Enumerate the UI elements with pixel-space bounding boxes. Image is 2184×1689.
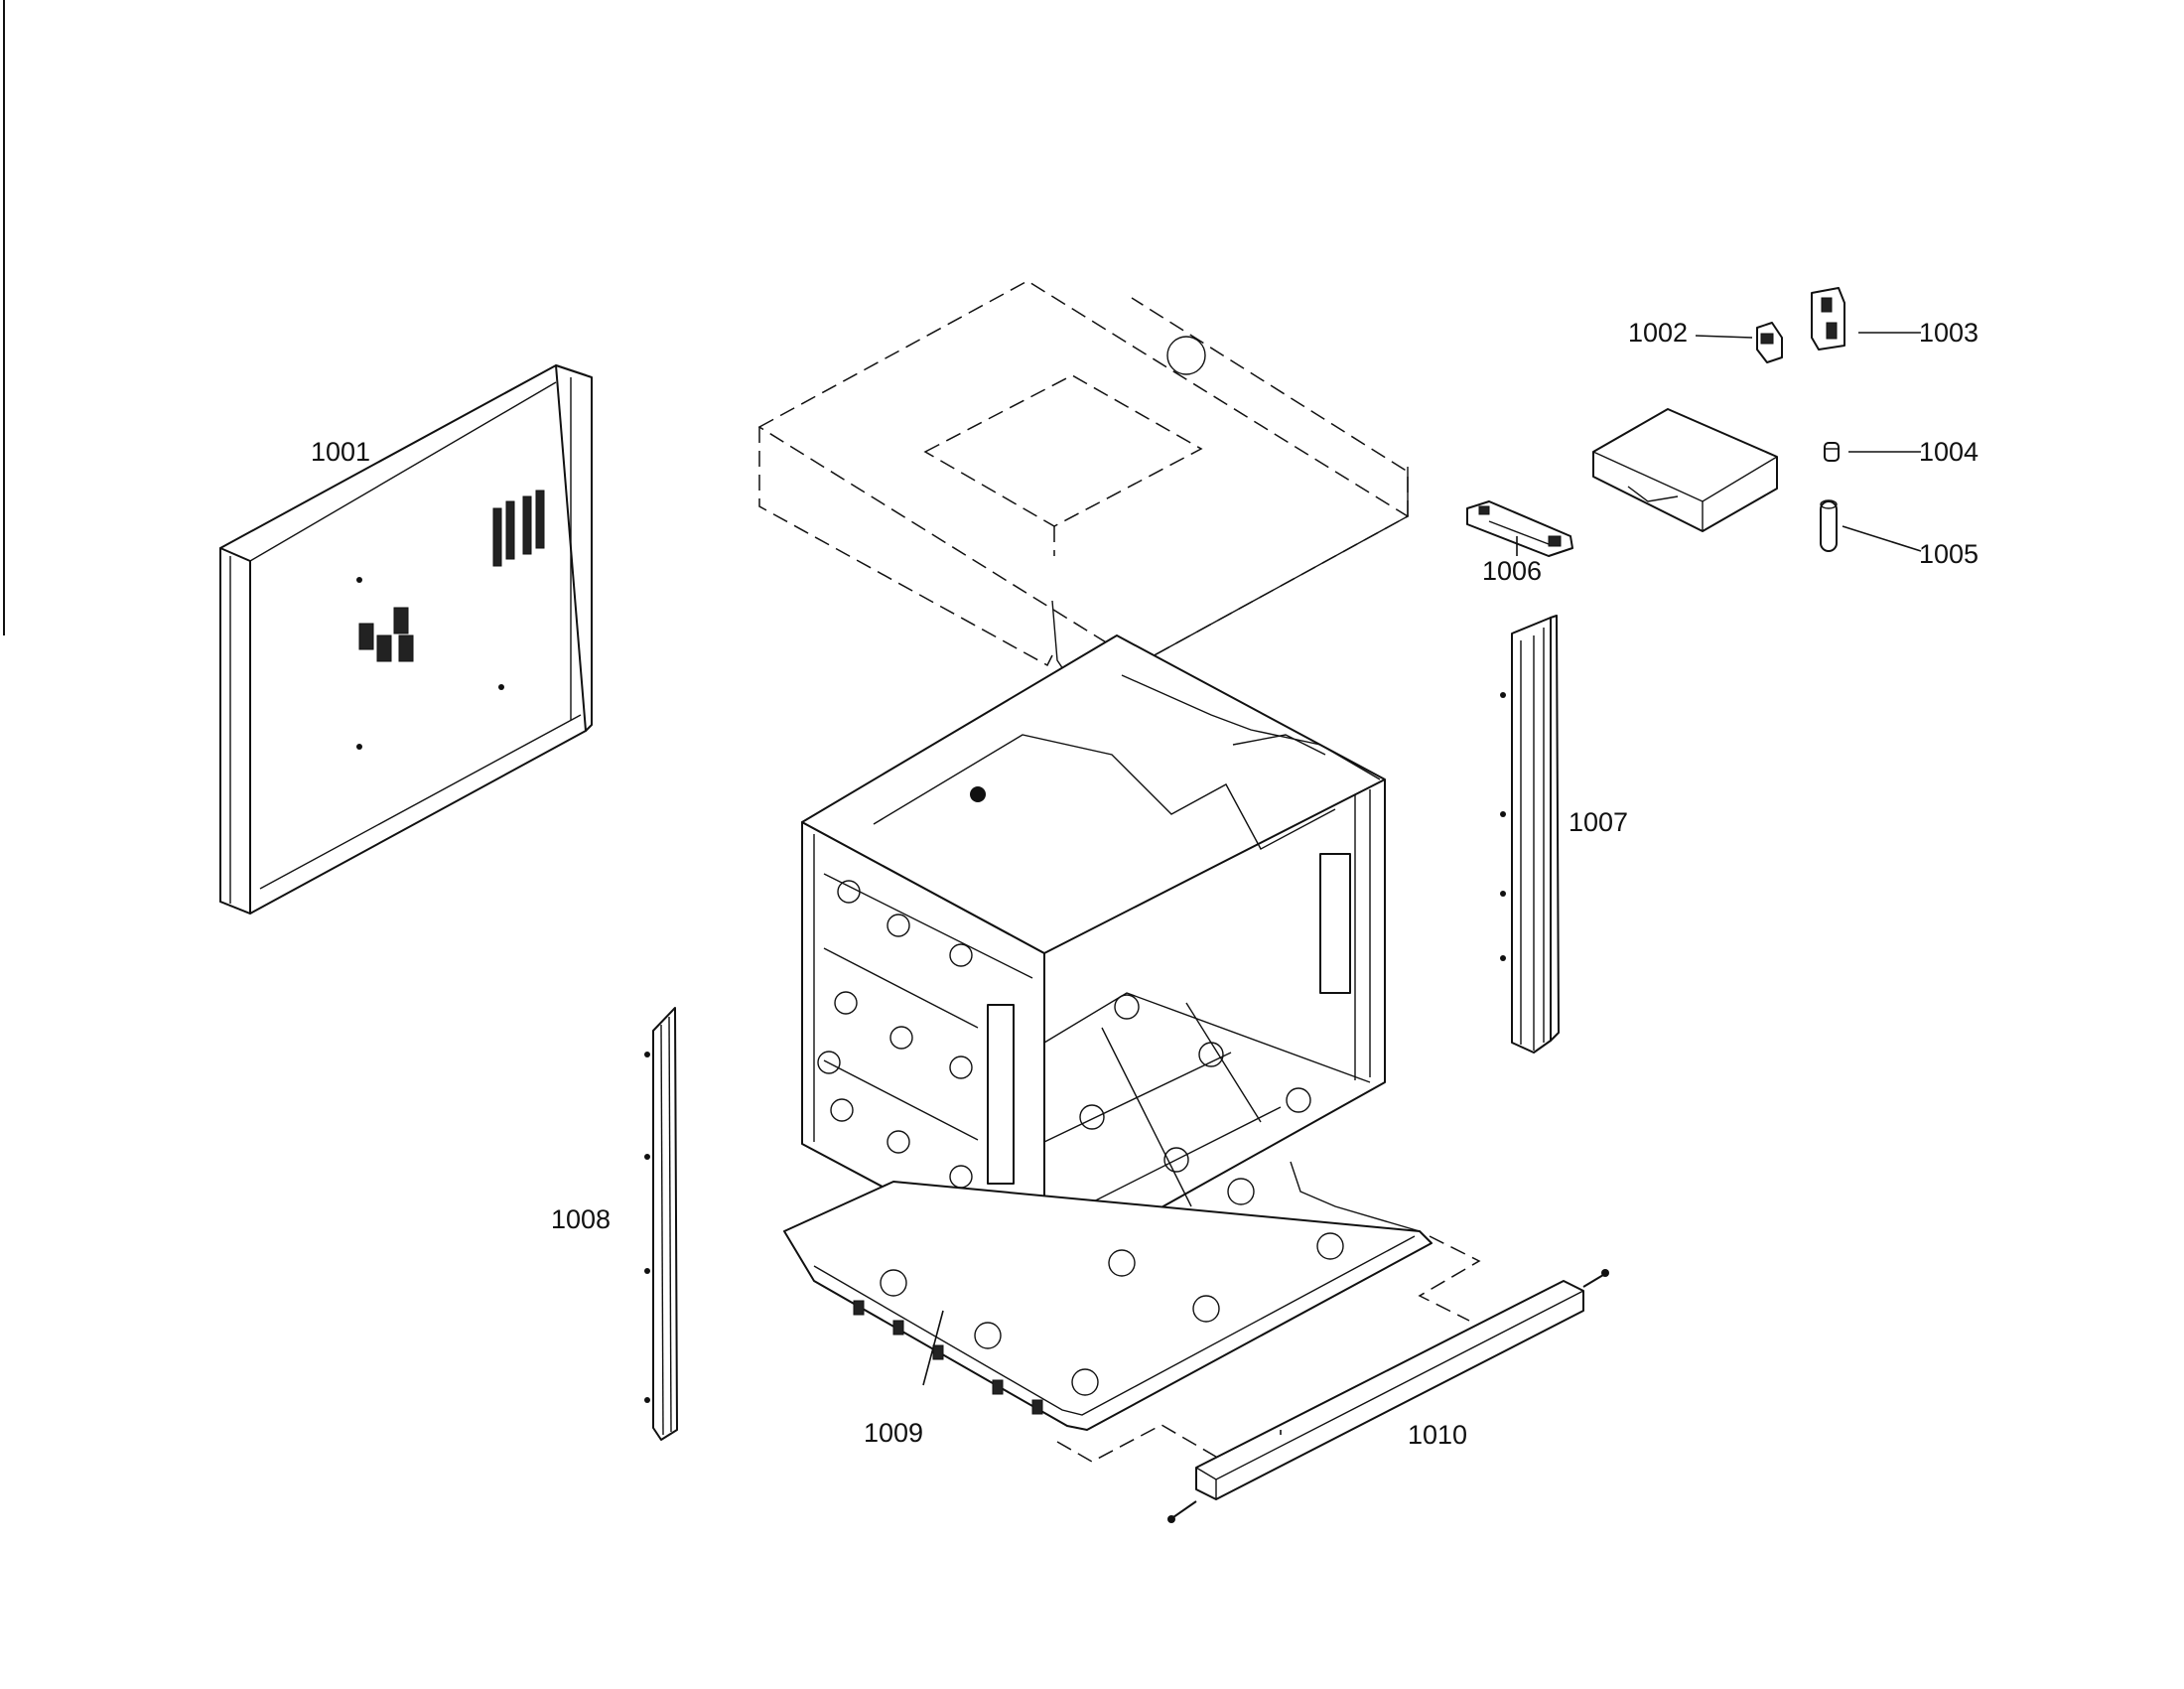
leader-lines [922, 332, 1922, 1435]
label-1008: 1008 [551, 1204, 612, 1234]
part-1003-bracket [1811, 287, 1845, 351]
part-1008-channel [644, 1007, 678, 1441]
label-1007: 1007 [1569, 807, 1629, 837]
part-1010-rail [1167, 1269, 1609, 1523]
oven-cavity-frame [801, 634, 1386, 1274]
label-1004: 1004 [1919, 437, 1979, 467]
label-1003: 1003 [1919, 318, 1979, 348]
part-1001-side-panel [219, 364, 593, 915]
part-1005-pin [1820, 499, 1838, 552]
label-1009: 1009 [864, 1418, 924, 1448]
part-1009-tray [783, 1161, 1481, 1463]
label-1006: 1006 [1482, 556, 1543, 586]
label-1010: 1010 [1408, 1420, 1468, 1450]
label-1005: 1005 [1919, 539, 1979, 569]
part-1004-nut [1824, 442, 1840, 462]
part-1006-switch [1466, 500, 1573, 557]
label-1001: 1001 [311, 437, 371, 467]
bracket-plate [1592, 408, 1778, 532]
part-1002-clip [1756, 322, 1783, 363]
part-1007-channel [1500, 615, 1560, 1054]
label-1002: 1002 [1628, 318, 1689, 348]
